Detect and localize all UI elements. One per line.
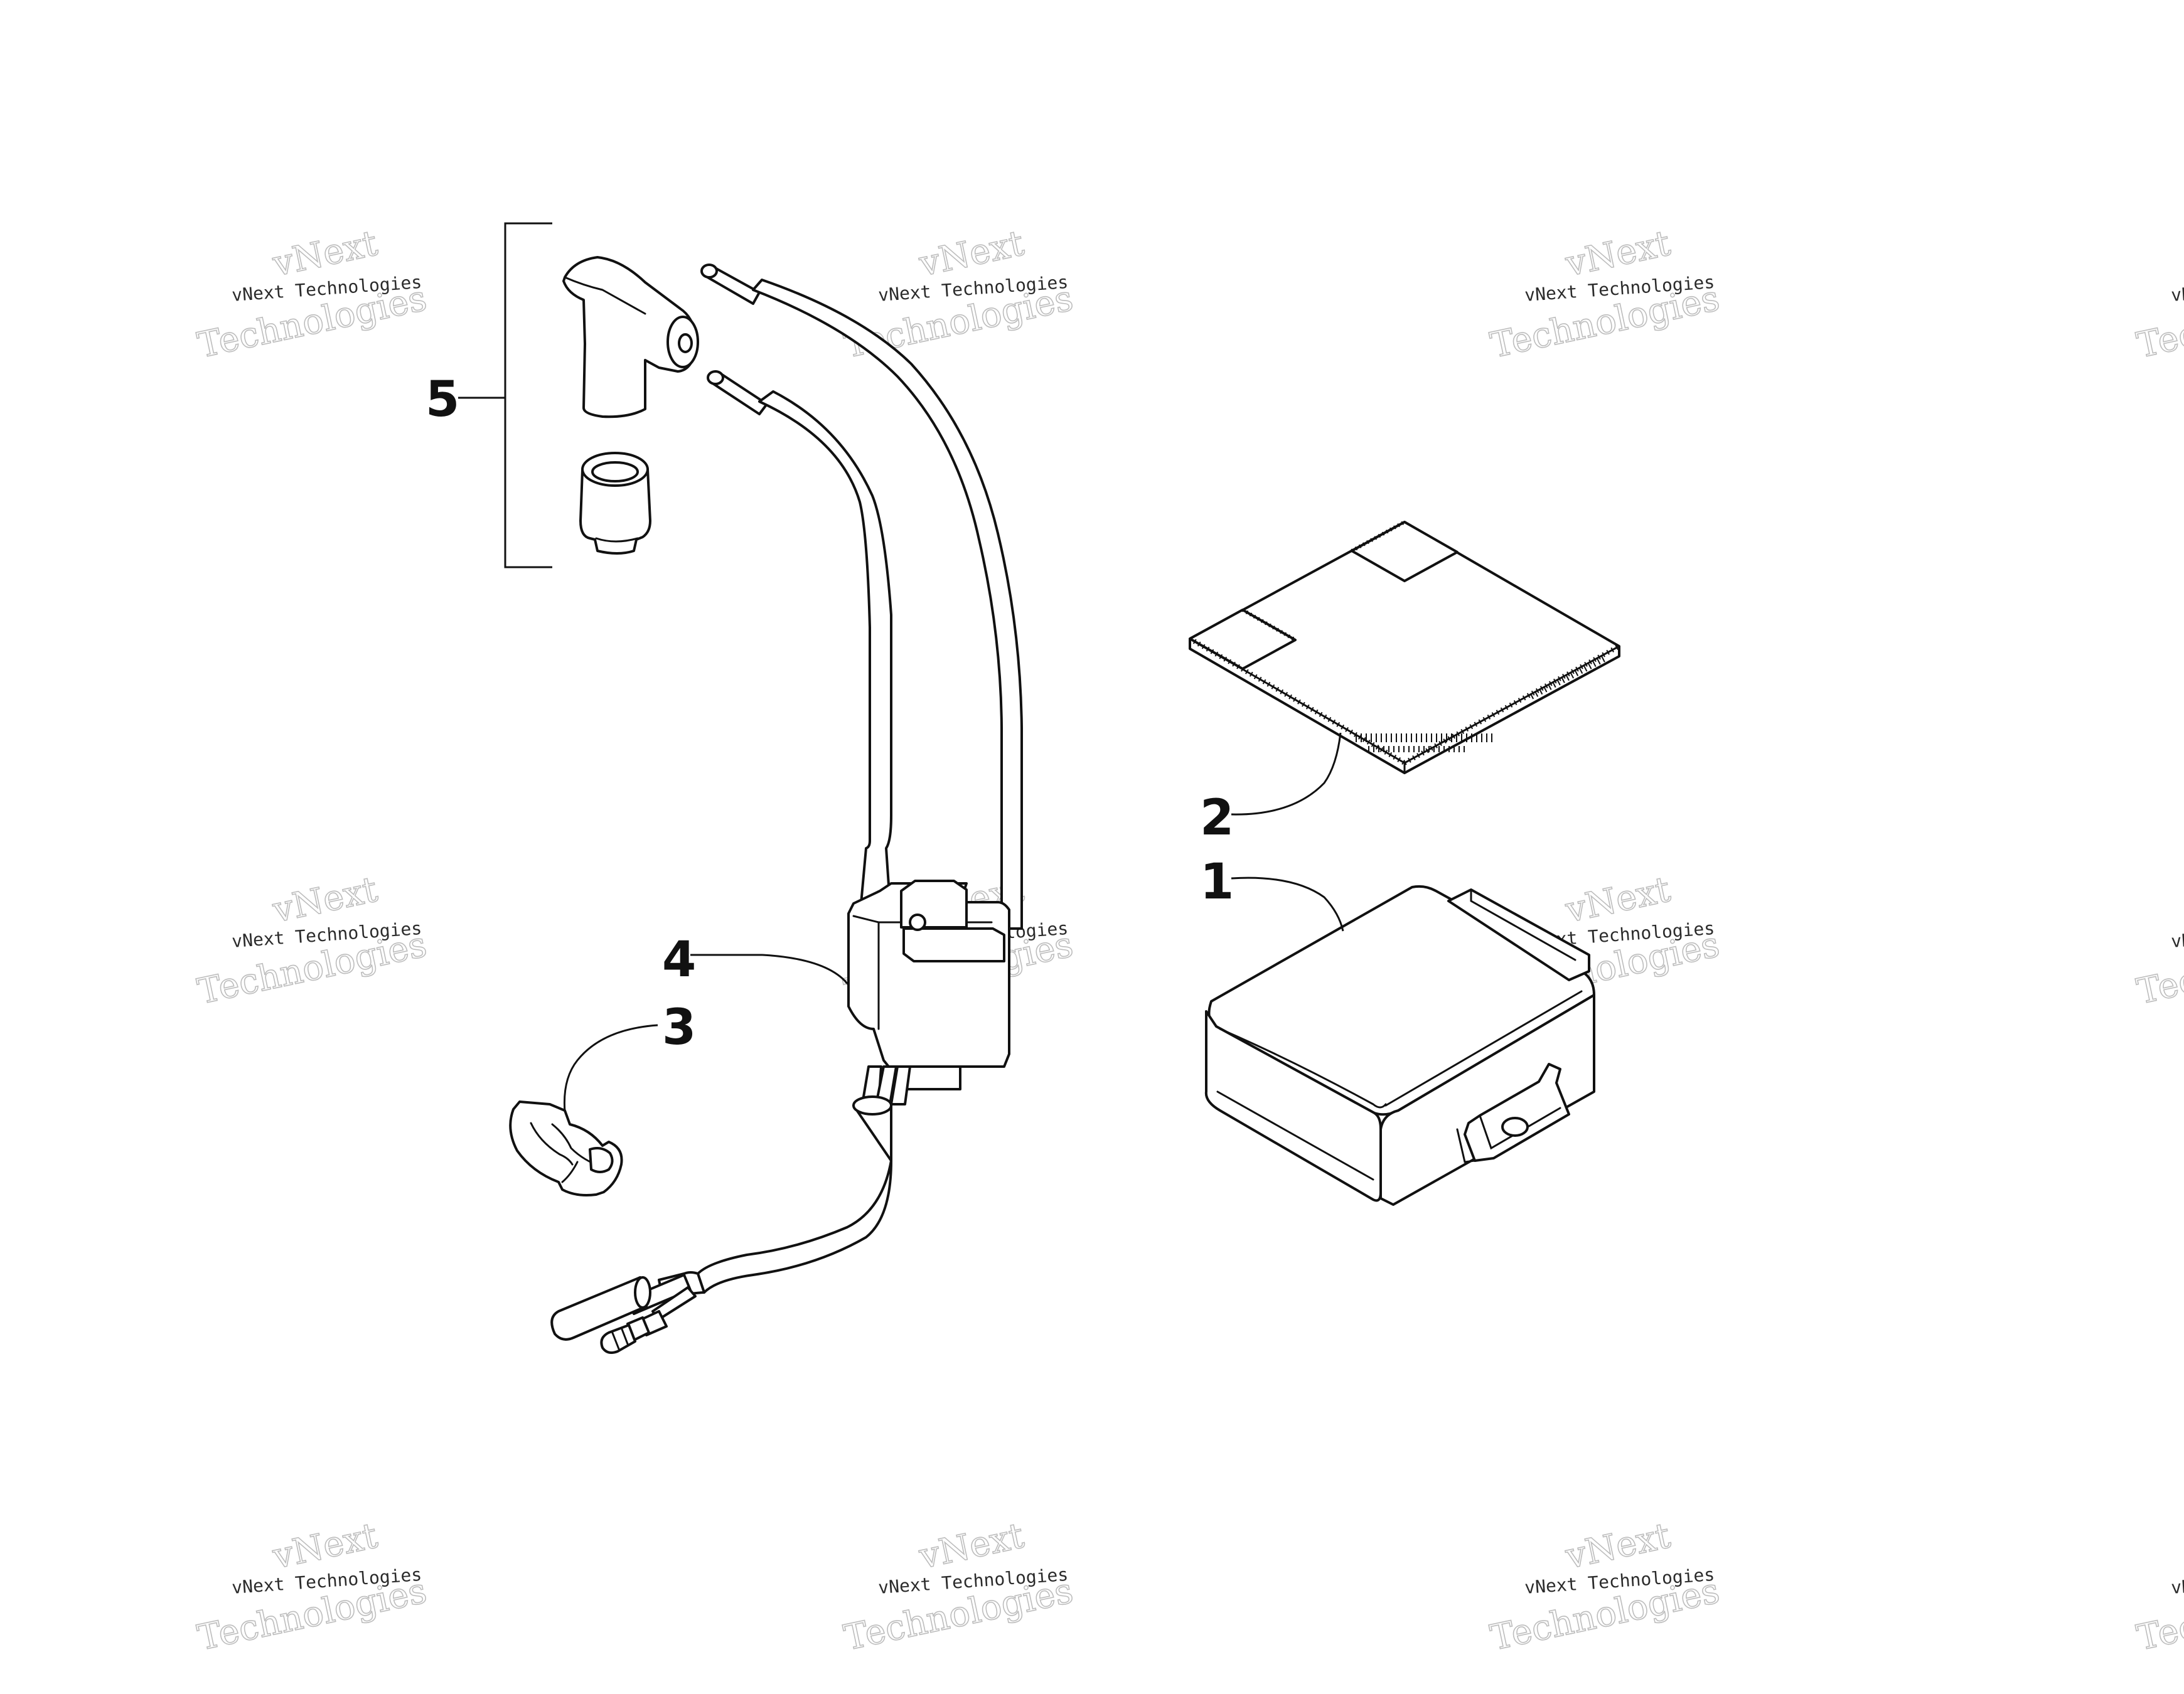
watermark: vNext vNext Technologies Technologies bbox=[2133, 1564, 2184, 1659]
ht-lead-right bbox=[700, 264, 1023, 930]
watermark: vNext vNext Technologies Technologies bbox=[194, 1515, 431, 1659]
callout-2: 2 bbox=[1200, 790, 1234, 846]
part-3-clip: 3 bbox=[509, 999, 696, 1196]
watermark: vNext vNext Technologies Technologies bbox=[1487, 1515, 1724, 1659]
watermark-line-2: vNext Technologies bbox=[2170, 272, 2184, 306]
watermark-line-2: vNext Technologies bbox=[2170, 918, 2184, 952]
spark-plug-cap bbox=[562, 256, 699, 418]
part-1-cdi-module: 1 bbox=[1200, 854, 1595, 1206]
part-4-ignition-coil: 4 bbox=[550, 264, 1023, 1354]
callout-5: 5 bbox=[426, 371, 459, 428]
watermark-line-2: vNext Technologies bbox=[2170, 1564, 2184, 1598]
terminal-connectors bbox=[550, 1276, 668, 1354]
cdi-mounting-tab bbox=[1464, 1063, 1570, 1162]
watermark: vNext vNext Technologies Technologies bbox=[194, 868, 431, 1013]
bracket-5 bbox=[504, 222, 552, 568]
watermark-grid: vNext vNext Technologies Technologies vN… bbox=[194, 222, 2184, 1659]
leader-3 bbox=[563, 1024, 658, 1112]
spark-plug-boot bbox=[579, 452, 651, 555]
callout-3: 3 bbox=[662, 999, 696, 1056]
low-tension-harness bbox=[626, 1065, 911, 1321]
callout-4: 4 bbox=[662, 932, 696, 988]
leader-2 bbox=[1231, 732, 1342, 816]
part-5-spark-plug-cap-kit: 5 bbox=[426, 222, 699, 568]
watermark: vNext vNext Technologies Technologies bbox=[840, 222, 1078, 366]
leader-1 bbox=[1231, 876, 1344, 932]
cdi-connector bbox=[1447, 888, 1590, 981]
watermark: vNext vNext Technologies Technologies bbox=[194, 222, 431, 366]
watermark: vNext vNext Technologies Technologies bbox=[1487, 222, 1724, 366]
callout-1: 1 bbox=[1200, 854, 1234, 910]
watermark: vNext vNext Technologies Technologies bbox=[2133, 272, 2184, 367]
part-2-cpu-chip: 2 bbox=[1188, 520, 1620, 846]
watermark: vNext vNext Technologies Technologies bbox=[2133, 918, 2184, 1013]
coil-body bbox=[847, 880, 1010, 1090]
watermark: vNext vNext Technologies Technologies bbox=[840, 1515, 1078, 1659]
ht-lead-left bbox=[707, 370, 892, 907]
